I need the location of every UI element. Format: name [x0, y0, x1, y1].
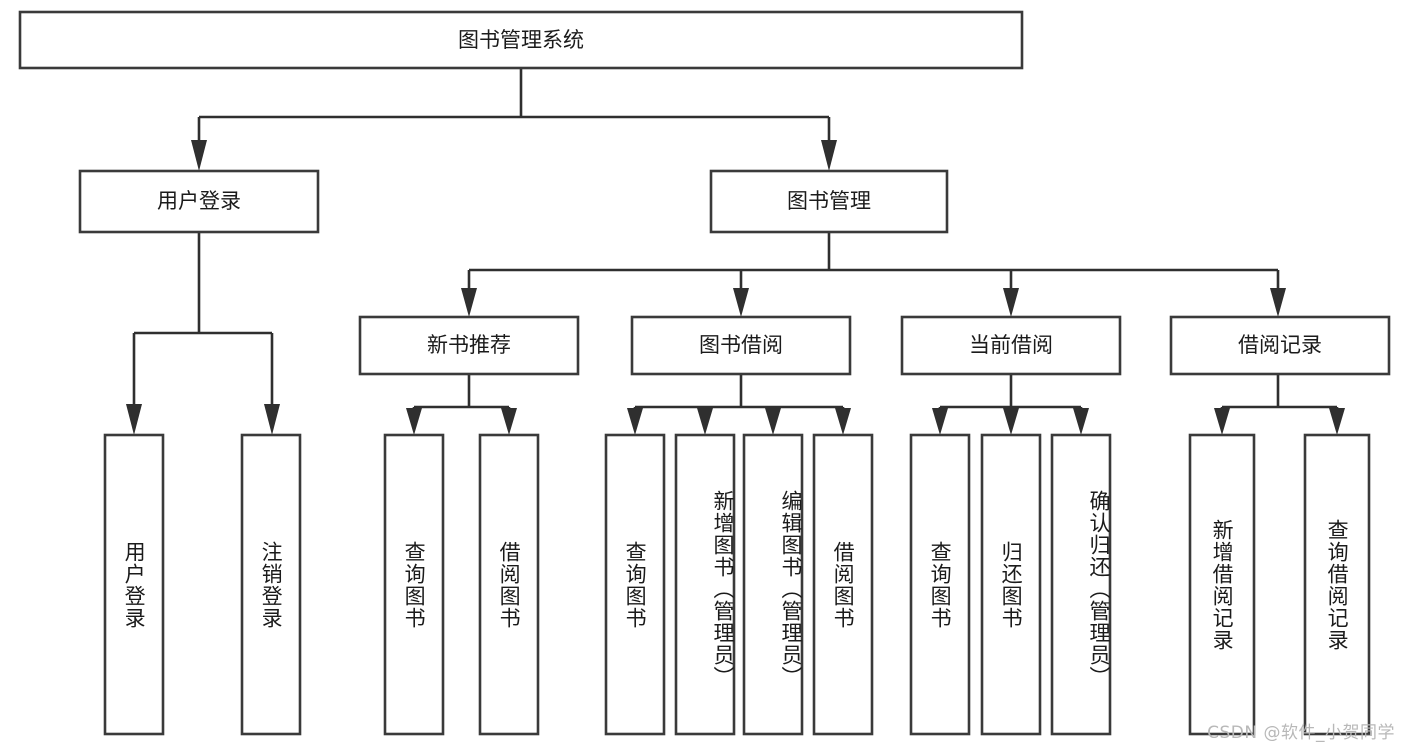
node-box-leaf-user-logout[interactable] [240, 433, 302, 736]
arrowhead-borrow-record [1270, 288, 1286, 317]
node-layer: 图书管理系统 用户登录 图书管理 新书推荐 图书借阅 当前借阅 借阅记录 [18, 10, 1391, 736]
node-label-root: 图书管理系统 [458, 28, 584, 52]
arrowhead-book-manage [821, 140, 837, 171]
node-box-leaf-add-book[interactable] [674, 433, 736, 736]
arrowhead-current-borrow [1003, 288, 1019, 317]
arrowhead-user-login [191, 140, 207, 171]
node-label-book-manage: 图书管理 [787, 189, 871, 213]
node-box-user-login[interactable] [78, 169, 320, 234]
node-label-current-borrow: 当前借阅 [969, 333, 1053, 357]
node-label-user-login: 用户登录 [157, 189, 241, 213]
arrowhead-leaf-user-login [126, 404, 142, 435]
node-box-leaf-add-record[interactable] [1188, 433, 1256, 736]
node-box-leaf-user-login[interactable] [103, 433, 165, 736]
node-box-leaf-borrow-book-1[interactable] [478, 433, 540, 736]
node-box-root[interactable] [18, 10, 1024, 70]
node-label-borrow-record: 借阅记录 [1238, 333, 1322, 357]
arrowhead-leaf-query-book-3 [932, 408, 948, 435]
node-box-borrow-record[interactable] [1169, 315, 1391, 376]
node-box-leaf-edit-book[interactable] [742, 433, 804, 736]
node-box-leaf-query-book-3[interactable] [909, 433, 971, 736]
arrowhead-leaf-add-record [1214, 408, 1230, 435]
node-box-leaf-query-record[interactable] [1303, 433, 1371, 736]
node-box-leaf-confirm-return[interactable] [1050, 433, 1112, 736]
node-box-current-borrow[interactable] [900, 315, 1122, 376]
arrowhead-leaf-query-record [1329, 408, 1345, 435]
node-box-leaf-borrow-book-2[interactable] [812, 433, 874, 736]
node-box-leaf-query-book-2[interactable] [604, 433, 666, 736]
arrowhead-leaf-user-logout [264, 404, 280, 435]
arrowhead-leaf-confirm-return [1073, 408, 1089, 435]
node-box-leaf-return-book[interactable] [980, 433, 1042, 736]
node-label-book-borrow: 图书借阅 [699, 333, 783, 357]
node-box-book-manage[interactable] [709, 169, 949, 234]
arrowhead-leaf-query-book-2 [627, 408, 643, 435]
connector-layer [126, 68, 1345, 435]
node-box-new-book-recommend[interactable] [358, 315, 580, 376]
arrowhead-leaf-borrow-book-2 [835, 408, 851, 435]
arrowhead-new-book-recommend [461, 288, 477, 317]
arrowhead-leaf-return-book [1003, 408, 1019, 435]
node-box-book-borrow[interactable] [630, 315, 852, 376]
arrowhead-leaf-query-book-1 [406, 408, 422, 435]
csdn-watermark: CSDN @软件_小贺同学 [1207, 723, 1395, 743]
arrowhead-book-borrow [733, 288, 749, 317]
arrowhead-leaf-edit-book [765, 408, 781, 435]
node-box-leaf-query-book-1[interactable] [383, 433, 445, 736]
arrowhead-leaf-borrow-book-1 [501, 408, 517, 435]
node-label-new-book-recommend: 新书推荐 [427, 333, 511, 357]
arrowhead-leaf-add-book [697, 408, 713, 435]
